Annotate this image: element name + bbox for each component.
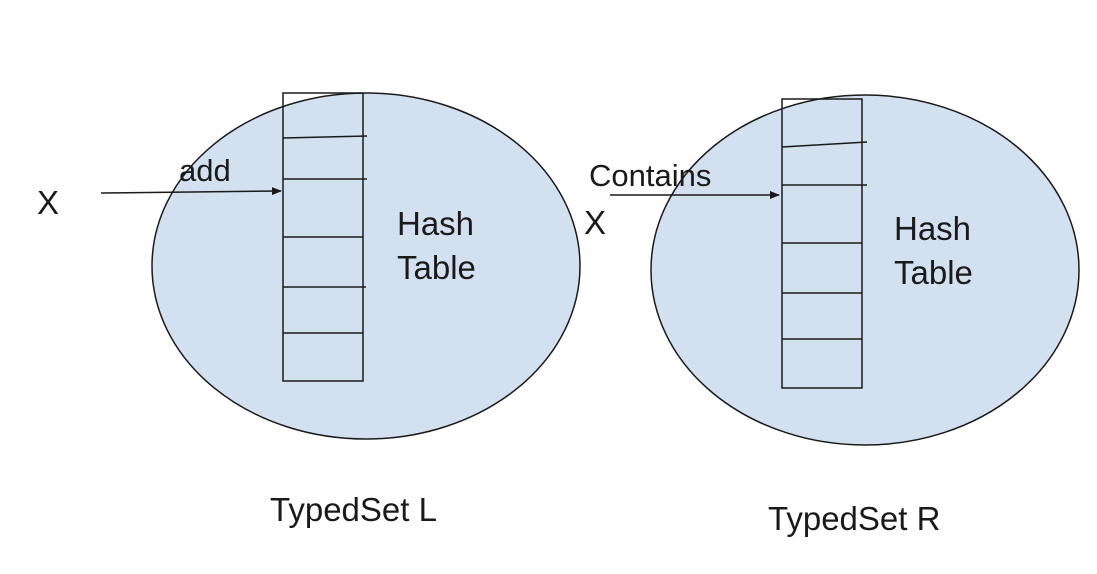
typedset-left-circle [151, 92, 581, 440]
hash-table-right-row-divider [781, 141, 868, 148]
add-arrow [100, 187, 282, 196]
typedset-right: X Contains Hash Table TypedSet R [584, 94, 1080, 537]
hash-table-left [282, 92, 368, 382]
hash-table-right-label-line2: Table [894, 254, 973, 291]
typedset-left-caption: TypedSet L [270, 491, 437, 528]
hash-table-left-label-line1: Hash [397, 205, 474, 242]
typedset-right-circle [650, 94, 1080, 446]
hash-table-right [781, 98, 868, 389]
hash-table-left-row-divider [282, 135, 368, 139]
add-label: add [179, 153, 231, 188]
hash-table-right-label-line1: Hash [894, 210, 971, 247]
contains-label: Contains [589, 158, 711, 193]
input-x-right: X [584, 204, 606, 241]
hash-table-left-label-line2: Table [397, 249, 476, 286]
typedset-right-caption: TypedSet R [768, 500, 940, 537]
input-x-left: X [37, 184, 59, 221]
typedset-left: X add Hash Table TypedSet L [37, 92, 581, 528]
